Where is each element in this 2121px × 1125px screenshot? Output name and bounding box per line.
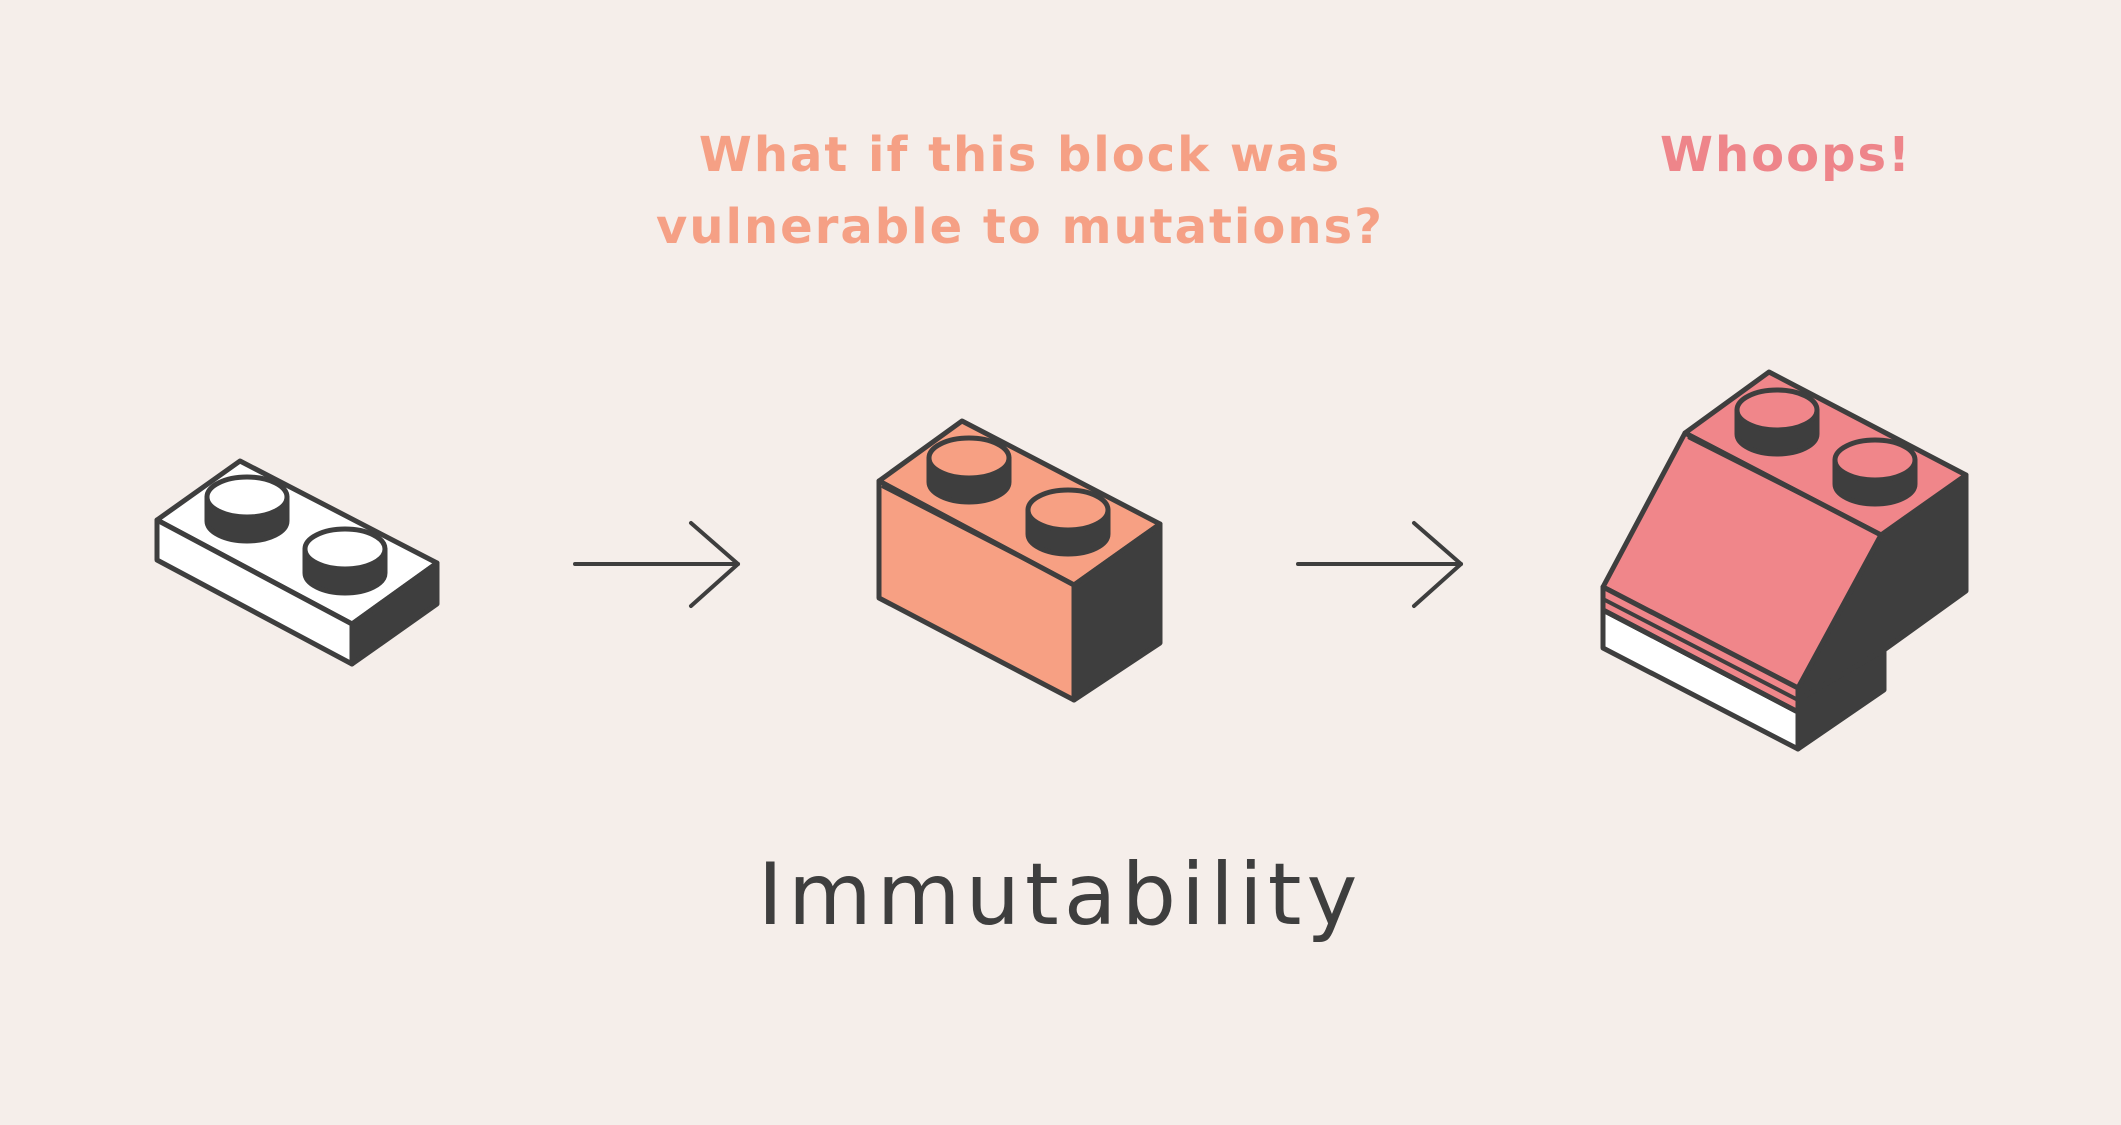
- mutated-pink-brick-icon: [1600, 369, 1969, 752]
- arrow-1-icon: [573, 521, 740, 608]
- question-line-1: What if this block was: [698, 127, 1342, 183]
- page-title: Immutability: [757, 845, 1363, 945]
- mutation-question-caption: What if this block was vulnerable to mut…: [620, 119, 1420, 263]
- orange-brick-icon: [876, 418, 1163, 703]
- whoops-caption: Whoops!: [1660, 127, 1912, 183]
- question-line-2: vulnerable to mutations?: [656, 199, 1384, 255]
- arrow-2-icon: [1296, 521, 1463, 608]
- white-plate-icon: [154, 458, 440, 667]
